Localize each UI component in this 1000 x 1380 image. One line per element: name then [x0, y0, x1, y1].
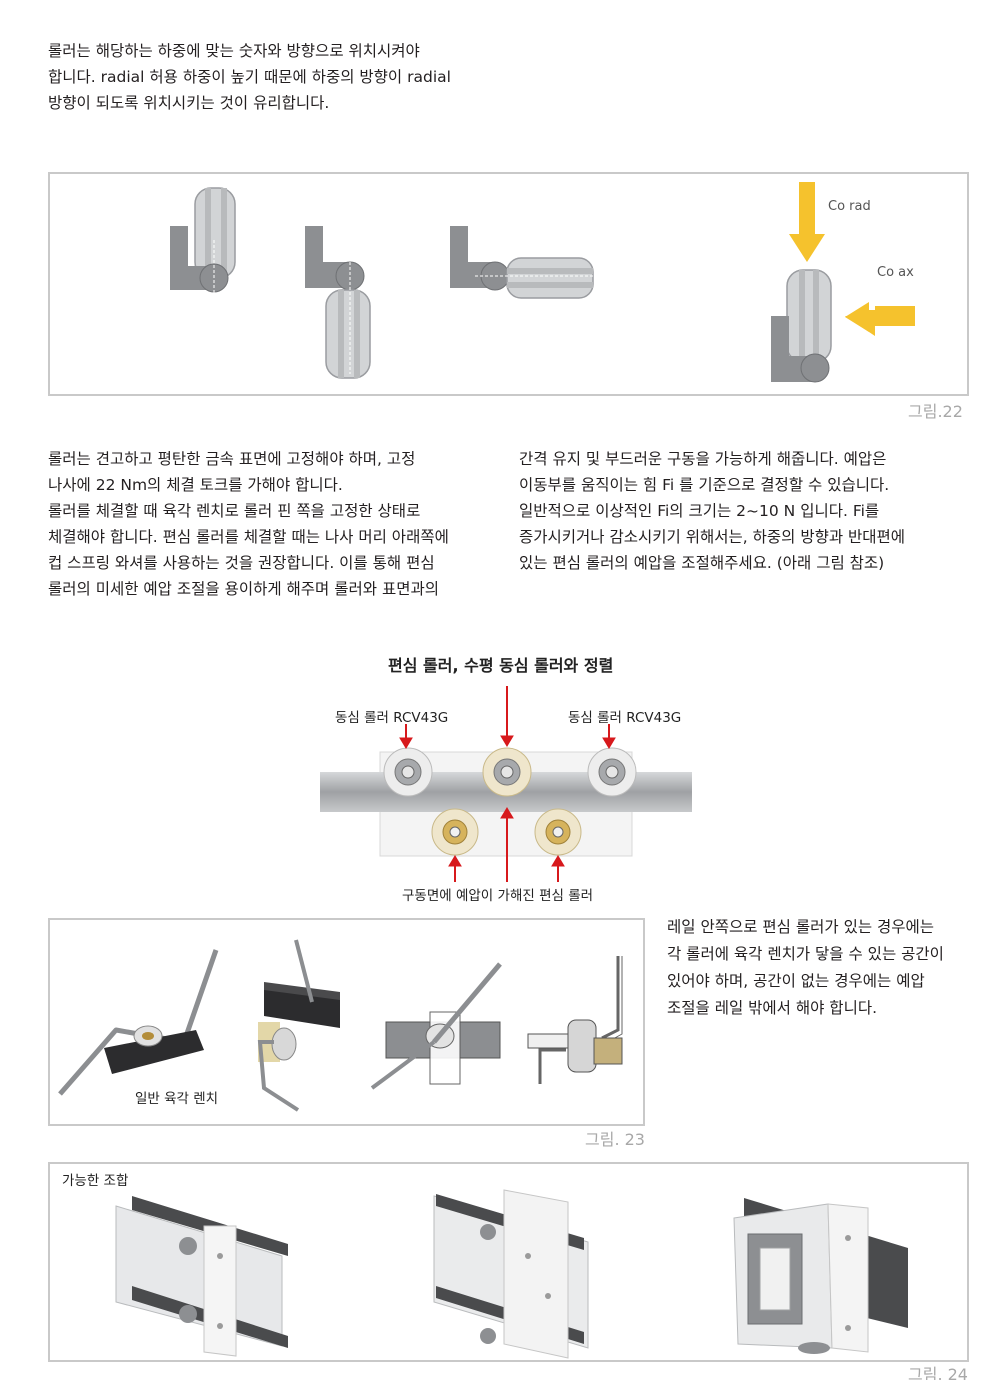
body-left-line: 컵 스프링 와셔를 사용하는 것을 권장합니다. 이를 통해 편심 — [48, 554, 435, 572]
co-rad-label: Co rad — [828, 199, 871, 214]
arrow-down-left — [399, 724, 413, 749]
roller-orientation-1 — [170, 187, 236, 298]
combination-illustration-1 — [115, 1196, 288, 1357]
hex-wrench-illustration-4 — [527, 956, 623, 1084]
hex-wrench-illustration-2 — [257, 939, 340, 1112]
body-right-line: 간격 유지 및 부드러운 구동을 가능하게 해줍니다. 예압은 — [519, 450, 887, 468]
figure-23-frame — [48, 918, 645, 1126]
radial-load-arrow — [789, 182, 825, 262]
arrow-up-left — [448, 855, 462, 882]
side-line: 조절을 레일 밖에서 해야 합니다. — [667, 999, 878, 1017]
concentric-roller-label-left: 동심 롤러 RCV43G — [335, 710, 449, 726]
figure-24-caption: 그림. 24 — [908, 1365, 968, 1380]
arrow-down-center — [500, 686, 514, 747]
body-left-line: 롤러는 견고하고 평탄한 금속 표면에 고정해야 하며, 고정 — [48, 450, 416, 468]
co-ax-label: Co ax — [877, 265, 914, 280]
body-right-line: 있는 편심 롤러의 예압을 조절해주세요. (아래 그림 참조) — [519, 554, 885, 572]
wrench-label: 일반 육각 렌치 — [135, 1091, 219, 1107]
figure-24-title: 가능한 조합 — [62, 1173, 129, 1189]
body-left-column: 롤러는 견고하고 평탄한 금속 표면에 고정해야 하며, 고정 나사에 22 N… — [48, 446, 500, 602]
roller-orientation-3 — [450, 226, 594, 299]
hex-wrench-illustration-1 — [58, 949, 219, 1096]
arrow-up-right — [551, 855, 565, 882]
roller-orientation-2 — [305, 226, 371, 379]
body-left-line: 롤러를 체결할 때 육각 렌치로 롤러 핀 쪽을 고정한 상태로 — [48, 502, 421, 520]
body-right-column: 간격 유지 및 부드러운 구동을 가능하게 해줍니다. 예압은 이동부를 움직이… — [519, 446, 971, 576]
eccentric-roller-bottom-left — [431, 808, 479, 856]
concentric-roller-left — [383, 747, 433, 797]
body-left-line: 체결해야 합니다. 편심 롤러를 체결할 때는 나사 머리 아래쪽에 — [48, 528, 449, 546]
body-left-line: 나사에 22 Nm의 체결 토크를 가해야 합니다. — [48, 476, 343, 494]
body-right-line: 증가시키거나 감소시키기 위해서는, 하중의 방향과 반대편에 — [519, 528, 906, 546]
side-line: 있어야 하며, 공간이 없는 경우에는 예압 — [667, 972, 925, 990]
alignment-title: 편심 롤러, 수평 동심 롤러와 정렬 — [388, 656, 614, 675]
intro-line: 합니다. radial 허용 하중이 높기 때문에 하중의 방향이 radial — [48, 68, 451, 86]
eccentric-roller-top — [482, 747, 532, 797]
eccentric-roller-label: 구동면에 예압이 가해진 편심 롤러 — [402, 888, 594, 904]
body-left-line: 롤러의 미세한 예압 조절을 용이하게 해주며 롤러와 표면과의 — [48, 580, 439, 598]
combination-illustration-3 — [733, 1198, 908, 1354]
alignment-diagram — [320, 686, 692, 882]
load-direction-diagram — [771, 182, 915, 383]
combination-illustration-2 — [433, 1189, 589, 1359]
eccentric-roller-bottom-right — [534, 808, 582, 856]
figure-22-caption: 그림.22 — [908, 402, 963, 421]
arrow-up-center — [500, 807, 514, 882]
figure-23-caption: 그림. 23 — [585, 1130, 645, 1149]
side-line: 각 롤러에 육각 렌치가 닿을 수 있는 공간이 — [667, 945, 944, 963]
axial-load-arrow — [845, 302, 913, 332]
arrow-down-right — [602, 724, 616, 749]
body-right-line: 이동부를 움직이는 힘 Fi 를 기준으로 결정할 수 있습니다. — [519, 476, 890, 494]
intro-paragraph: 롤러는 해당하는 하중에 맞는 숫자와 방향으로 위치시켜야 합니다. radi… — [48, 38, 500, 116]
intro-line: 방향이 되도록 위치시키는 것이 유리합니다. — [48, 94, 330, 112]
concentric-roller-label-right: 동심 롤러 RCV43G — [568, 710, 682, 726]
side-paragraph: 레일 안쪽으로 편심 롤러가 있는 경우에는 각 롤러에 육각 렌치가 닿을 수… — [667, 914, 971, 1022]
side-line: 레일 안쪽으로 편심 롤러가 있는 경우에는 — [667, 918, 935, 936]
hex-wrench-illustration-3 — [370, 962, 502, 1090]
intro-line: 롤러는 해당하는 하중에 맞는 숫자와 방향으로 위치시켜야 — [48, 42, 420, 60]
concentric-roller-right — [587, 747, 637, 797]
body-right-line: 일반적으로 이상적인 Fi의 크기는 2~10 N 입니다. Fi를 — [519, 502, 880, 520]
